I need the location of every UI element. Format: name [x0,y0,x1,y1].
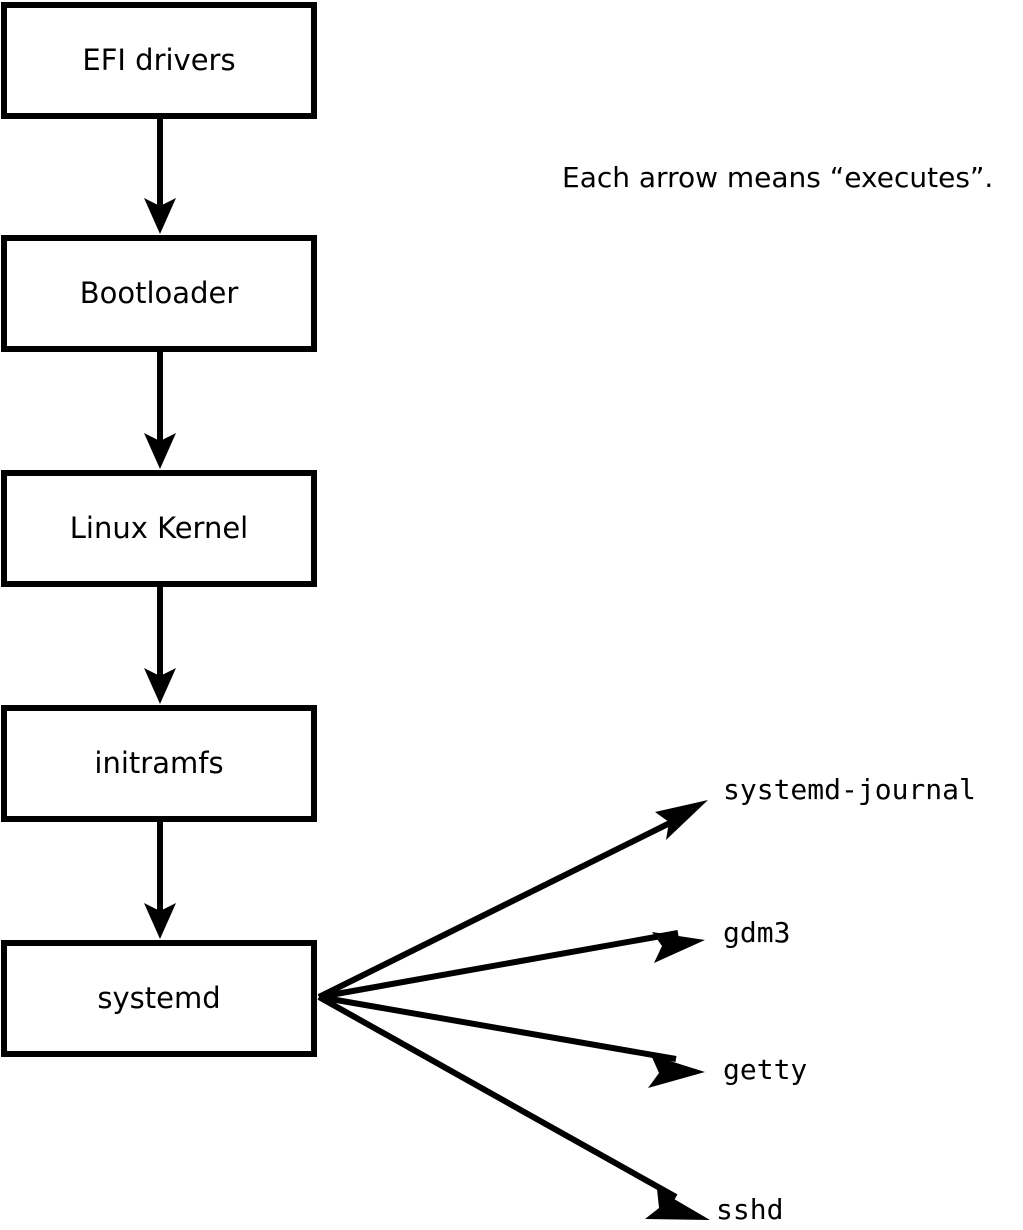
stage-box-linux-kernel[interactable]: Linux Kernel [1,470,317,587]
fan-arrow-line [318,930,679,1000]
stage-box-efi-drivers[interactable]: EFI drivers [1,2,317,119]
service-label-systemd-journal[interactable]: systemd-journal [723,773,976,806]
stage-box-label: Bootloader [80,276,239,310]
arrowhead-down-icon [144,433,176,469]
fan-arrow-getty [318,994,705,1088]
fan-arrow-gdm3 [318,930,705,1000]
stage-box-outline [1,470,317,587]
stage-box-outline [1,940,317,1057]
service-label-group: systemd-journal gdm3 getty sshd [716,773,976,1226]
chain-arrow-bootloader-to-kernel [144,352,176,469]
stage-box-label: systemd [97,981,220,1015]
chain-arrow-kernel-to-initramfs [144,587,176,704]
arrowhead-ne-icon [655,800,708,840]
chain-arrow-group [144,119,176,939]
stage-box-outline [1,235,317,352]
stage-box-label: EFI drivers [82,43,235,77]
stage-box-bootloader[interactable]: Bootloader [1,235,317,352]
service-label-gdm3[interactable]: gdm3 [723,916,790,949]
legend-caption: Each arrow means “executes”. [562,161,993,194]
arrowhead-ne-icon [652,932,705,963]
arrowhead-se-icon [648,1055,705,1088]
stage-box-outline [1,2,317,119]
fan-arrow-systemd-journal [317,800,708,1000]
boot-chain-boxes: EFI drivers Bootloader Linux Kernel init… [1,2,317,1057]
service-label-getty[interactable]: getty [723,1053,807,1086]
stage-box-outline [1,705,317,822]
chain-arrow-efi-to-bootloader [144,119,176,234]
stage-box-initramfs[interactable]: initramfs [1,705,317,822]
stage-box-label: Linux Kernel [70,511,248,545]
stage-box-label: initramfs [94,746,223,780]
fan-arrow-sshd [317,994,710,1220]
stage-box-systemd[interactable]: systemd [1,940,317,1057]
arrowhead-down-icon [144,668,176,704]
arrowhead-down-icon [144,903,176,939]
service-label-sshd[interactable]: sshd [716,1193,783,1226]
systemd-fanout-group [317,800,710,1220]
fan-arrow-line [317,813,686,1000]
fan-arrow-line [318,994,677,1062]
fan-arrow-line [317,994,678,1200]
chain-arrow-initramfs-to-systemd [144,822,176,939]
arrowhead-down-icon [144,198,176,234]
arrowhead-se-icon [645,1189,710,1220]
